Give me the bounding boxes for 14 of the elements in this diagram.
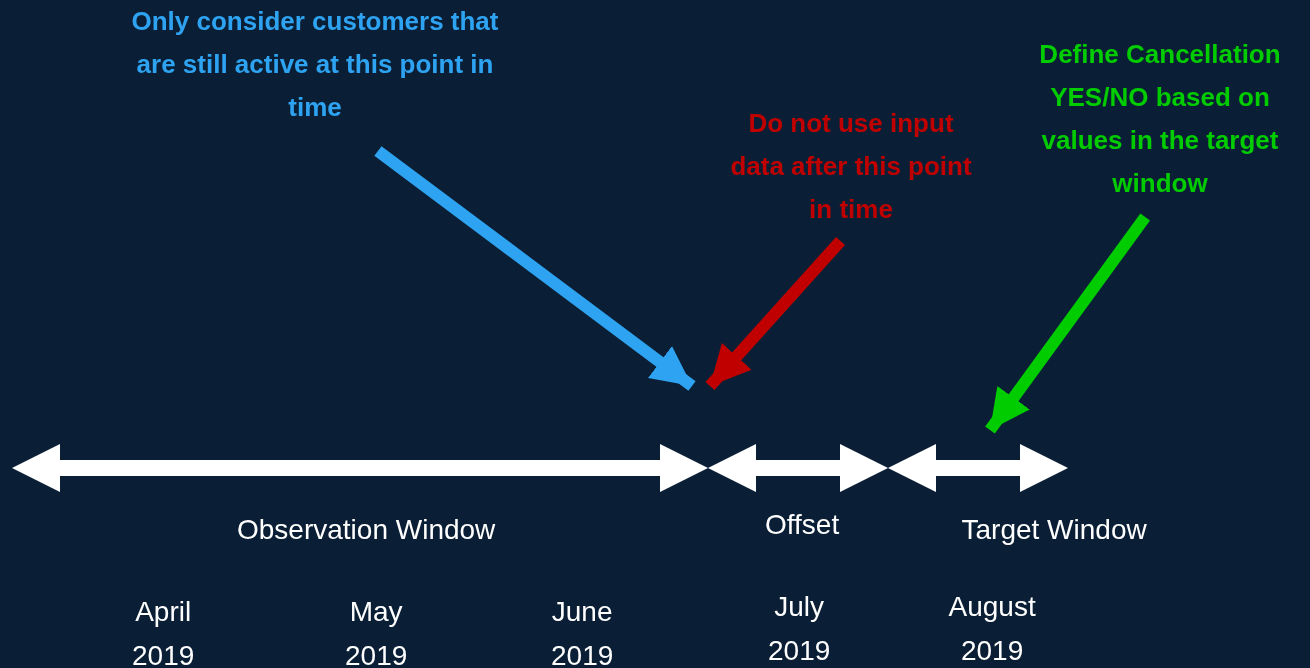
date-label: August 2019 — [948, 590, 1036, 668]
arrow — [705, 237, 845, 390]
date-label: May 2019 — [345, 595, 408, 668]
date-label: June 2019 — [551, 595, 614, 668]
arrow — [985, 213, 1151, 434]
callout-text: Define Cancellation YES/NO based on values in the target window — [1012, 33, 1308, 205]
callout-text: Only consider customers that are still active at this point in time — [130, 0, 500, 129]
arrow — [374, 146, 696, 391]
date-label: July 2019 — [768, 590, 831, 668]
period-label: Target Window — [961, 513, 1147, 547]
period-label: Offset — [765, 508, 840, 542]
period-label: Observation Window — [237, 513, 496, 547]
date-label: April 2019 — [132, 595, 195, 668]
callout-text: Do not use input data after this point in time — [720, 102, 982, 231]
